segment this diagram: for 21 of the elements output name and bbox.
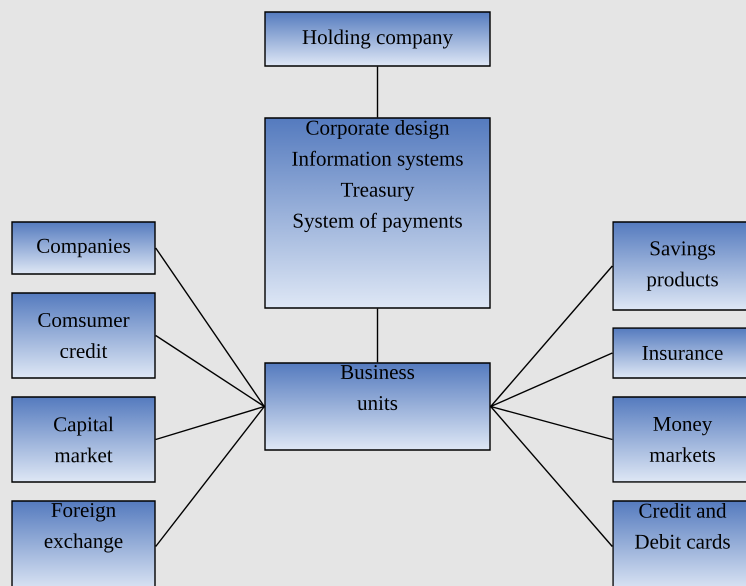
connector-line: [156, 406, 264, 440]
connector-line: [376, 66, 378, 118]
unit-box: Comsumer credit: [11, 292, 156, 379]
connector-line: [490, 352, 613, 408]
unit-box: Money markets: [612, 396, 746, 483]
unit-box: Capital market: [11, 396, 156, 483]
unit-box: Foreign exchange: [11, 500, 156, 586]
unit-box: Credit and Debit cards: [612, 500, 746, 586]
unit-box: Savings products: [612, 221, 746, 311]
connector-line: [155, 406, 265, 547]
connector-line: [155, 248, 265, 407]
connector-line: [376, 308, 378, 362]
connector-line: [490, 266, 613, 407]
holding-box: Holding company: [264, 11, 491, 67]
service-box: Corporate design Information systems Treasury System of payments: [264, 117, 491, 309]
unit-box: Insurance: [612, 327, 746, 379]
unit-box: Business units: [264, 362, 491, 451]
connector-line: [490, 406, 613, 547]
unit-box: Companies: [11, 221, 156, 275]
connector-line: [155, 334, 265, 408]
connector-line: [490, 406, 612, 440]
